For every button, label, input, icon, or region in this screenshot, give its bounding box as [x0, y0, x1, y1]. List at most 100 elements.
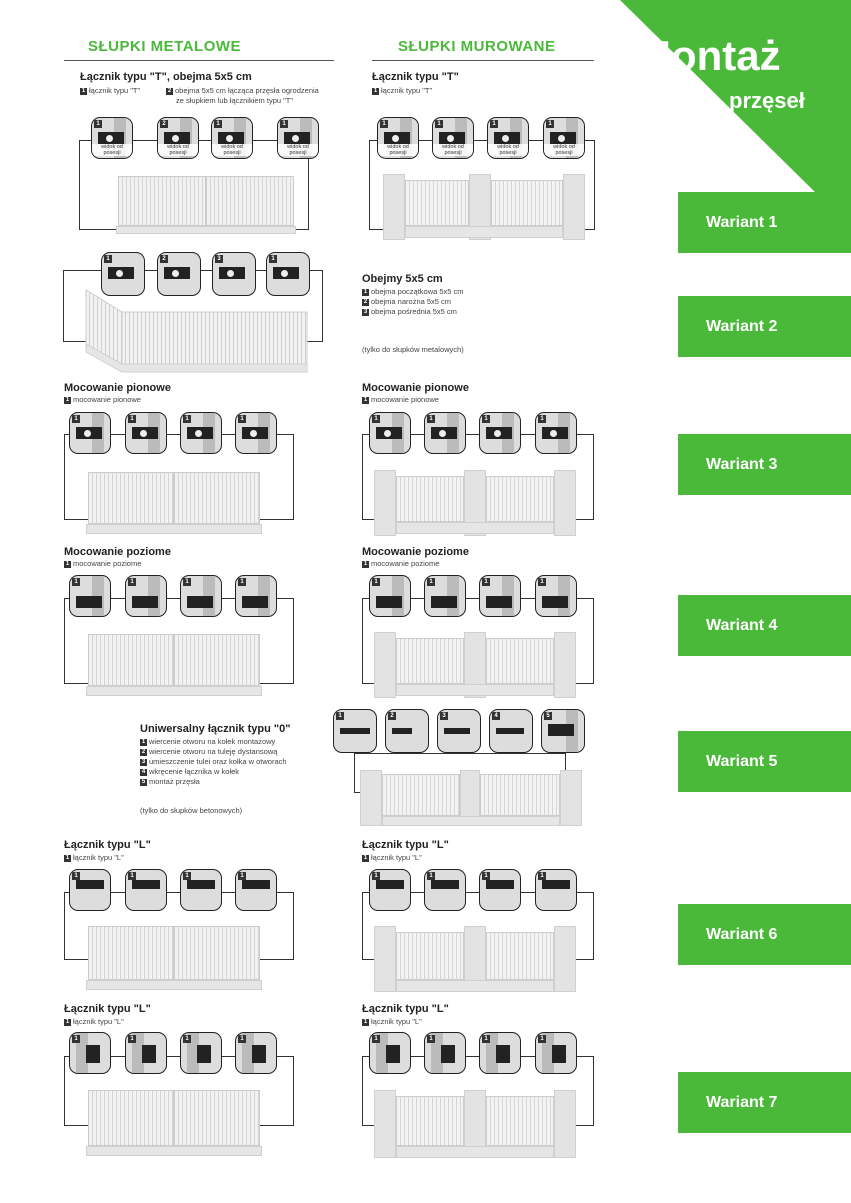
fence-base [86, 524, 262, 534]
detail-tile: 1 [535, 1032, 577, 1074]
detail-tile: 1 [424, 1032, 466, 1074]
detail-tile: 1 [479, 869, 521, 911]
detail-tile: 1 [424, 869, 466, 911]
section-title: Mocowanie poziome [64, 546, 171, 558]
section-title: Mocowanie pionowe [362, 382, 469, 394]
masonry-pillar [464, 470, 486, 536]
masonry-pillar [554, 632, 576, 698]
corner-banner [620, 0, 851, 195]
fence-panel [88, 472, 174, 524]
detail-tile: 1 [369, 412, 411, 454]
section-title: Łącznik typu "L" [64, 1003, 151, 1015]
section-title: Łącznik typu "L" [362, 1003, 449, 1015]
fence-base [86, 1146, 262, 1156]
masonry-pillar [554, 926, 576, 992]
detail-tile: 1 [479, 575, 521, 617]
concrete-post [560, 770, 582, 826]
masonry-pillar [563, 174, 585, 240]
fence-panel [486, 638, 554, 684]
detail-tile: 1 [424, 575, 466, 617]
step-tile: 3 [437, 709, 481, 753]
detail-tile: 3 [212, 252, 256, 296]
detail-tile: 2 [157, 252, 201, 296]
fence-panel [396, 1096, 464, 1146]
fence-panel [174, 472, 260, 524]
section-title: Łącznik typu "L" [64, 839, 151, 851]
detail-tile: 1 [369, 575, 411, 617]
fence-base [86, 980, 262, 990]
variant-label-1: Wariant 1 [678, 192, 851, 253]
detail-tile: 1 [180, 869, 222, 911]
masonry-pillar [374, 1090, 396, 1158]
variant-label-5: Wariant 5 [678, 731, 851, 792]
detail-tile: 1 [479, 412, 521, 454]
fence-panel [486, 932, 554, 980]
detail-tile: 1 [180, 412, 222, 454]
detail-tile: 1 [424, 412, 466, 454]
detail-tile: 1 [69, 412, 111, 454]
page-title: Montaż [636, 32, 781, 79]
fence-panel [396, 932, 464, 980]
fence-panel [382, 774, 460, 816]
fence-corner-panel [85, 289, 308, 373]
detail-tile: 1 [101, 252, 145, 296]
section-title: Obejmy 5x5 cm [362, 273, 443, 285]
fence-panel [396, 476, 464, 522]
fence-panel [405, 180, 469, 226]
detail-tile: 1 [180, 575, 222, 617]
section-title: Łącznik typu "T" [372, 71, 459, 83]
detail-tile: 1 [369, 1032, 411, 1074]
column-heading-metal: SŁUPKI METALOWE [88, 38, 242, 55]
section-title: Mocowanie poziome [362, 546, 469, 558]
fence-panel [118, 176, 206, 226]
fence-panel [88, 634, 174, 686]
detail-tile: 1 [535, 575, 577, 617]
variant-label-6: Wariant 6 [678, 904, 851, 965]
fence-base [396, 980, 554, 992]
detail-tile: 1 [266, 252, 310, 296]
detail-tile: 1 [535, 869, 577, 911]
detail-tile: 1 [125, 869, 167, 911]
detail-tile: 1 [125, 412, 167, 454]
masonry-pillar [554, 470, 576, 536]
variant-label-7: Wariant 7 [678, 1072, 851, 1133]
usage-note: (tylko do słupków betonowych) [140, 806, 243, 815]
section-title: Uniwersalny łącznik typu "0" [140, 723, 291, 735]
detail-tile: 1 [69, 575, 111, 617]
fence-base [86, 686, 262, 696]
masonry-pillar [374, 470, 396, 536]
detail-tile: 1 [235, 412, 277, 454]
column-divider [64, 60, 334, 61]
variant-label-4: Wariant 4 [678, 595, 851, 656]
section-title: Mocowanie pionowe [64, 382, 171, 394]
fence-panel [486, 476, 554, 522]
fence-panel [88, 1090, 174, 1146]
detail-tile: 1 [235, 1032, 277, 1074]
detail-tile: 1 [69, 869, 111, 911]
step-tile: 5 [541, 709, 585, 753]
fence-base [405, 226, 563, 238]
fence-panel [174, 926, 260, 980]
column-heading-masonry: SŁUPKI MUROWANE [398, 38, 556, 55]
detail-tile: 1 [535, 412, 577, 454]
detail-tile: 1 [125, 575, 167, 617]
section-title: Łącznik typu "L" [362, 839, 449, 851]
fence-panel [480, 774, 560, 816]
